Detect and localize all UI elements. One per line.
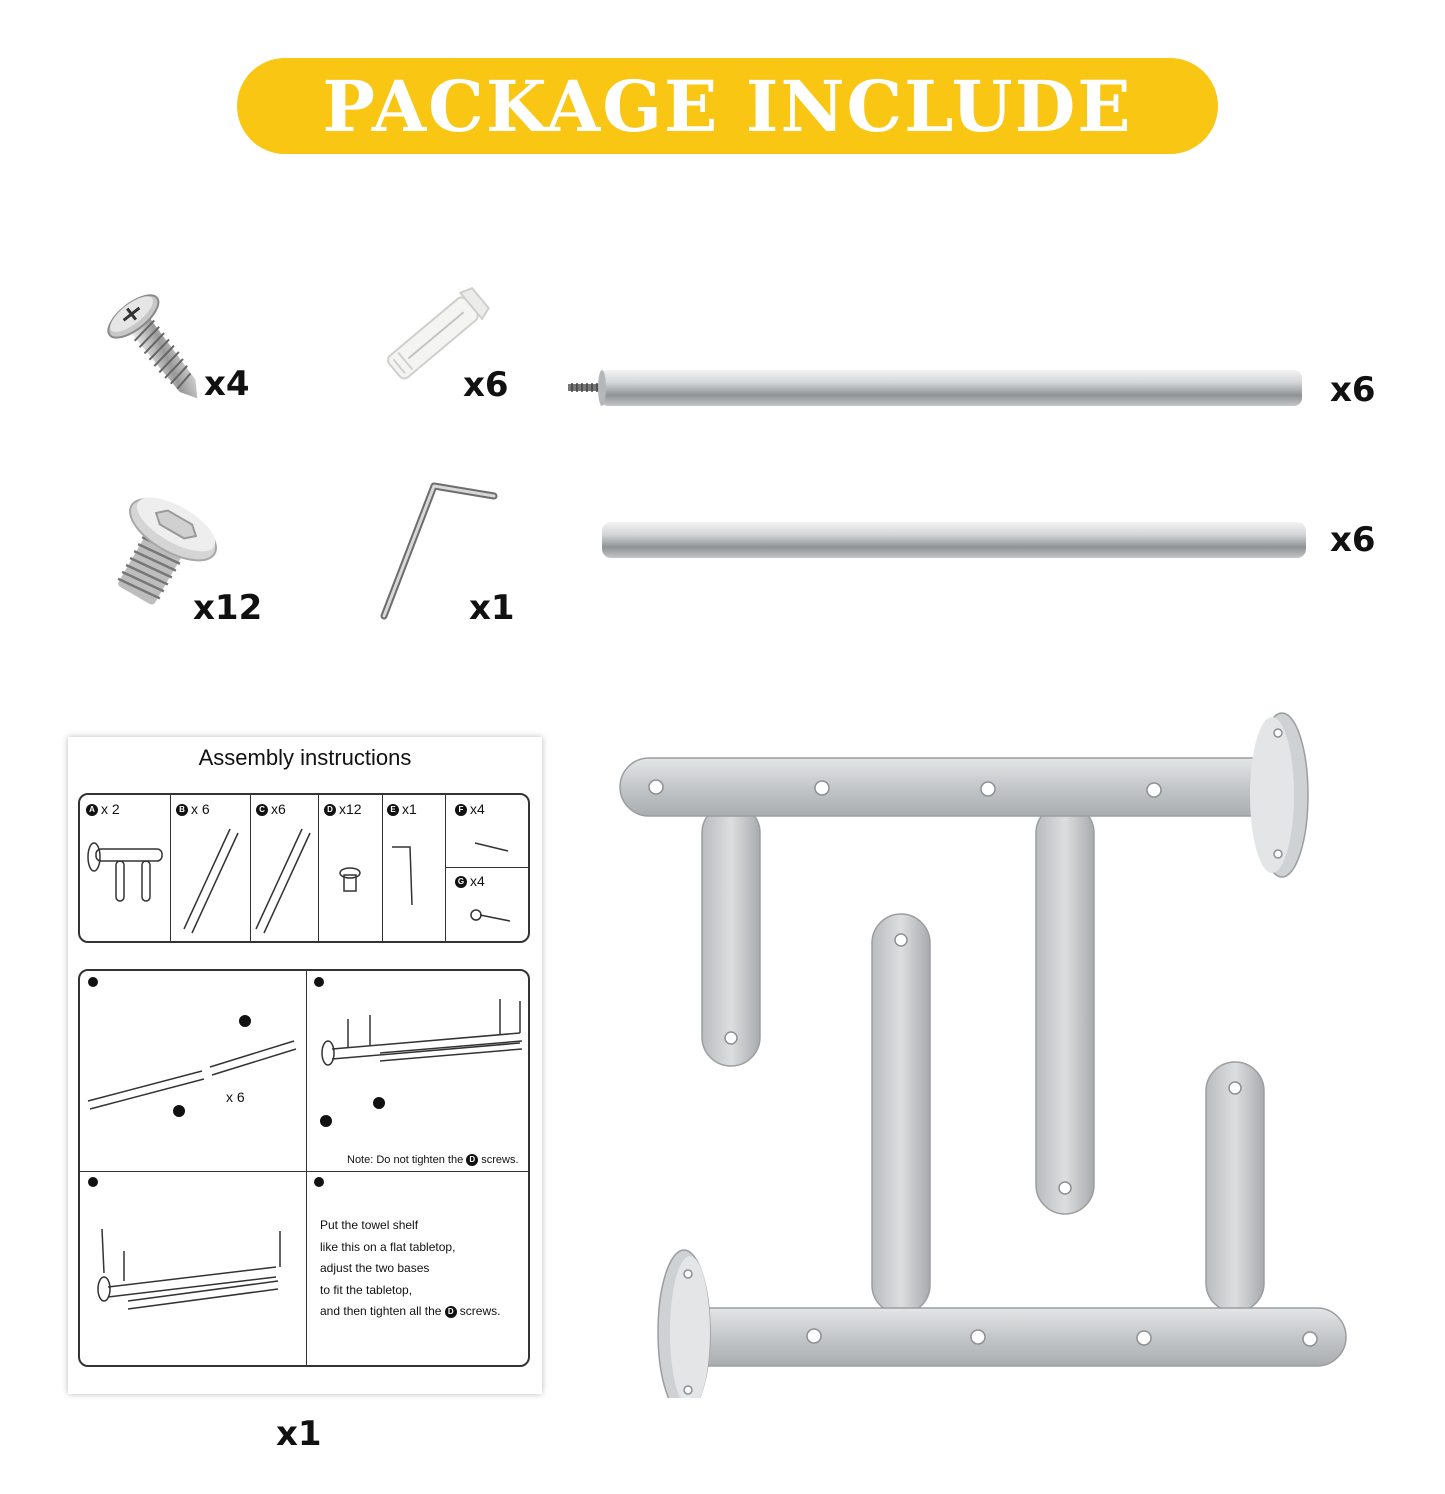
shelf-brackets-icon xyxy=(618,708,1353,1398)
plain-rod-icon xyxy=(600,520,1308,562)
allen-key-quantity: x1 xyxy=(469,588,515,628)
parts-drawings xyxy=(87,828,511,934)
threaded-rod-quantity: x6 xyxy=(1330,370,1376,410)
phillips-screw-icon xyxy=(98,278,233,413)
hex-bolt-quantity: x12 xyxy=(193,588,263,628)
step-4-instructions: Put the towel shelf like this on a flat … xyxy=(320,1218,501,1318)
step-2-marker xyxy=(314,977,324,987)
step-4-marker xyxy=(314,1177,324,1187)
step-1-marker xyxy=(88,977,98,987)
instructions-quantity: x1 xyxy=(276,1414,322,1454)
threaded-rod-icon xyxy=(566,366,1308,412)
title-banner: PACKAGE INCLUDE xyxy=(237,58,1218,154)
plain-rod-quantity: x6 xyxy=(1330,520,1376,560)
tapping-screw-quantity: x4 xyxy=(204,364,250,404)
steps-drawings xyxy=(87,999,523,1310)
allen-key-icon xyxy=(376,476,500,622)
page-title: PACKAGE INCLUDE xyxy=(322,64,1133,148)
wall-anchor-icon xyxy=(362,280,502,400)
hex-bolt-icon xyxy=(98,483,228,611)
step-1-quantity: x 6 xyxy=(226,1089,245,1105)
step-3-marker xyxy=(88,1177,98,1187)
wall-anchor-quantity: x6 xyxy=(463,365,509,405)
sheet-title: Assembly instructions xyxy=(198,745,412,770)
